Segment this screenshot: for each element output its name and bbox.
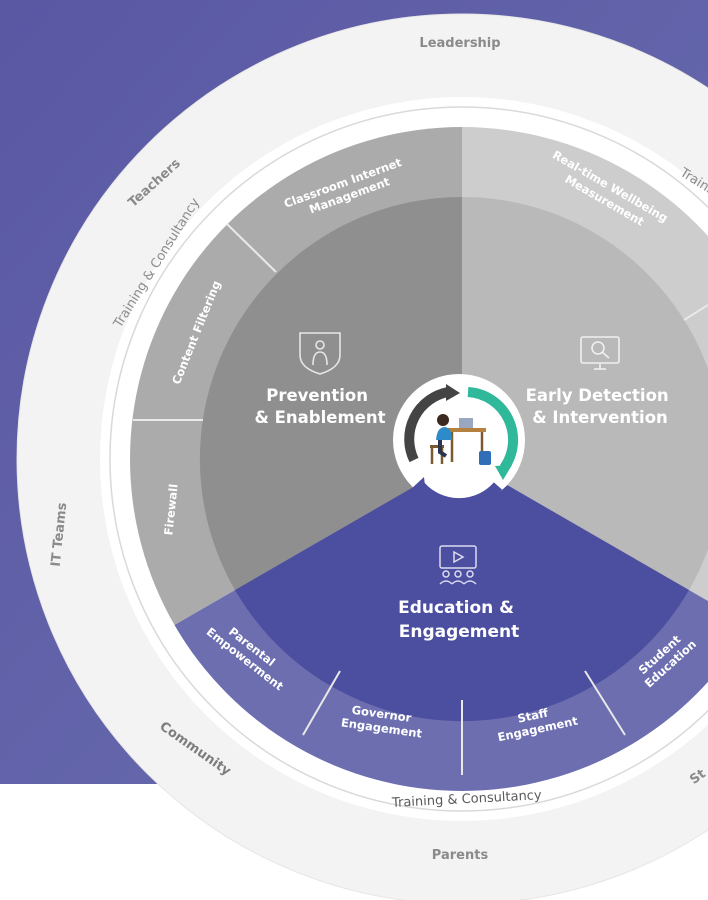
stakeholder-it-teams: IT Teams — [49, 502, 71, 568]
pillar-prevention-line2: & Enablement — [255, 408, 386, 427]
center-arrow-green — [467, 387, 519, 471]
pillar-education-line2: Engagement — [399, 622, 520, 642]
center-arrow-purple — [415, 482, 503, 510]
pillar-prevention-line1: Prevention — [266, 386, 368, 405]
shield-person-icon — [299, 332, 341, 375]
center-arrow-green-head — [495, 465, 512, 480]
pillar-detection-inner — [462, 197, 708, 590]
training-ring-line — [109, 106, 708, 812]
pillar-prevention-title: Prevention & Enablement — [255, 386, 386, 427]
pillar-pie — [199, 196, 708, 722]
pillar-prevention-inner — [199, 196, 462, 590]
divider-parental-governor — [302, 670, 341, 736]
presentation-group-icon — [439, 545, 477, 585]
divider-wellbeing-right — [683, 304, 708, 321]
monitor-search-icon — [580, 336, 620, 370]
pillar-education-title: Education & Engagement — [398, 598, 520, 642]
stakeholder-leadership: Leadership — [419, 36, 500, 51]
pillar-education-line1: Education & — [398, 598, 514, 618]
pillar-education-inner — [235, 459, 689, 722]
center-arrow-dark — [404, 387, 450, 463]
pillar-detection-title: Early Detection & Intervention — [526, 386, 675, 427]
divider-staff-student — [584, 670, 626, 736]
segment-firewall-label: Firewall — [161, 483, 180, 536]
segment-staff-line1: Staff — [516, 705, 550, 725]
center-hub — [393, 374, 525, 510]
center-arrow-dark-head — [446, 384, 460, 401]
pillar-detection-line2: & Intervention — [532, 408, 668, 427]
student-at-desk-icon — [422, 403, 496, 477]
stakeholder-parents: Parents — [432, 848, 489, 863]
pillar-detection-line1: Early Detection — [526, 386, 669, 405]
stakeholder-st-partial: St — [687, 767, 708, 788]
center-arrow-purple-head — [410, 477, 426, 495]
divider-classroom-content — [226, 223, 277, 273]
segment-dividers — [133, 223, 708, 775]
